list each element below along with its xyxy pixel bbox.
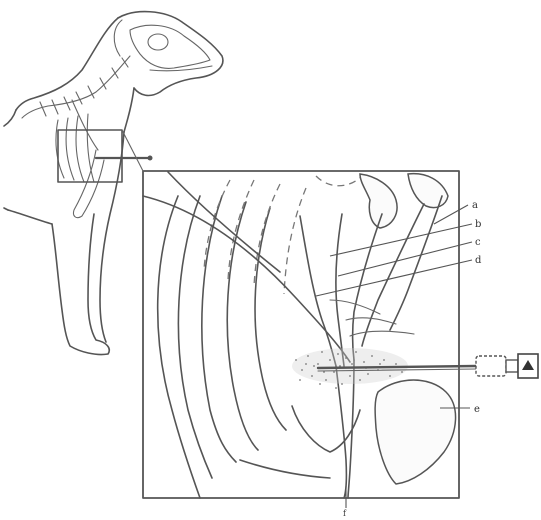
axilla-curve	[292, 406, 360, 452]
top-corner-line	[168, 172, 280, 272]
label-c: c	[475, 237, 481, 248]
vertebral-process	[408, 174, 448, 208]
rib-dashed-2	[228, 180, 254, 280]
dog-head-outline	[118, 12, 223, 96]
vessel-left	[336, 366, 346, 498]
dog-back	[4, 110, 16, 126]
dog-needle-hub	[148, 156, 153, 161]
dog-throat	[124, 88, 134, 132]
label-a: a	[472, 200, 478, 211]
humeral-head	[375, 380, 455, 484]
dog-chest-line	[4, 208, 8, 210]
dog-belly	[8, 210, 52, 224]
bottom-fold	[240, 460, 330, 478]
dog-ear	[114, 20, 122, 56]
diagonal-skin-line	[143, 196, 350, 362]
contour-outer-2	[178, 196, 212, 478]
rib-dashed-4	[284, 188, 306, 294]
label-f: f	[343, 509, 347, 518]
dashed-top-arc	[316, 176, 362, 186]
leader-c	[338, 242, 472, 276]
first-rib-bone	[360, 174, 397, 228]
inset-panel	[122, 130, 538, 508]
nerve-root-1	[300, 216, 336, 366]
zoom-line-top	[122, 130, 143, 171]
dog-silhouette	[4, 12, 223, 355]
contour-outer-3	[202, 196, 236, 462]
dog-skull	[130, 25, 210, 68]
syringe	[476, 354, 538, 378]
dog-neck-dorsal	[16, 18, 118, 110]
dog-eye-orbit	[148, 34, 168, 50]
leader-a	[434, 205, 468, 224]
label-e: e	[474, 404, 480, 415]
nerve-root-5	[390, 196, 442, 330]
label-d: d	[475, 255, 482, 266]
label-b: b	[475, 219, 481, 230]
dog-ribs	[56, 114, 94, 182]
